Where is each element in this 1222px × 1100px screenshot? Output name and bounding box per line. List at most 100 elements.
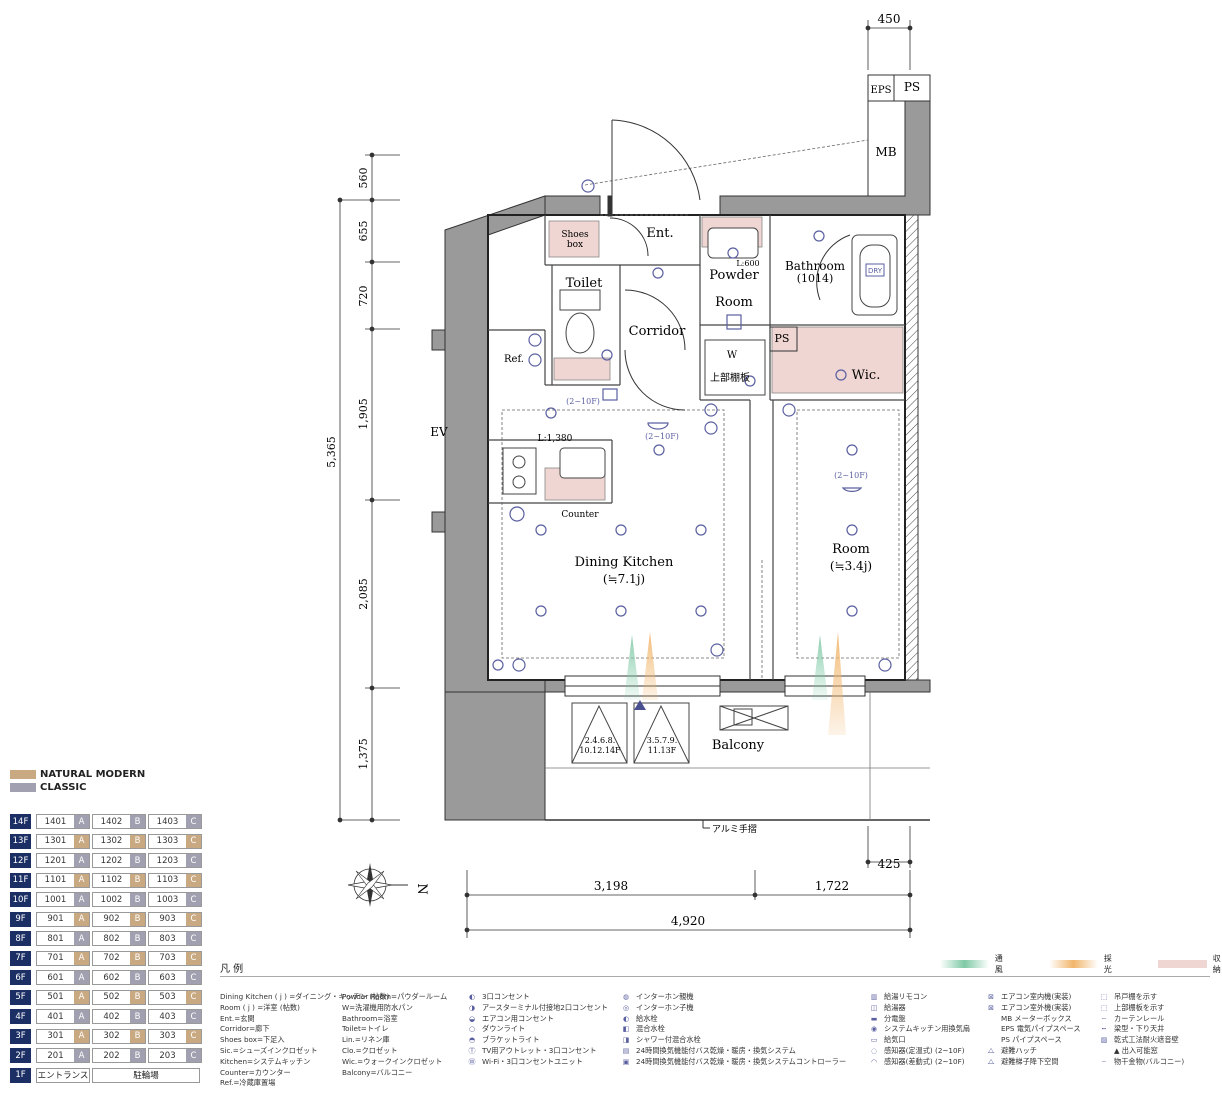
unit-number: 1202: [93, 854, 130, 868]
lighting-bar: [1049, 960, 1098, 968]
legend-item: EPS 電気パイプスペース: [985, 1024, 1081, 1035]
legend-item: ◎インターホン子機: [620, 1003, 846, 1014]
corridor-label: Corridor: [629, 324, 687, 339]
unit-number: 202: [93, 1049, 130, 1063]
unit-number: 503: [149, 990, 186, 1004]
legend-text: W=洗濯機用防水パン: [342, 1002, 413, 1012]
legend-divider: [220, 976, 1210, 977]
legend-text: 給水栓: [636, 1013, 658, 1023]
legend-symbol-icon: ○: [468, 1025, 476, 1034]
legend-text: ダウンライト: [482, 1024, 526, 1034]
legend-text: 給湯器: [884, 1002, 906, 1012]
legend-symbol-icon: ◒: [468, 1014, 476, 1023]
floor-badge: 7F: [10, 950, 31, 966]
legend-item: Kitchen=システムキッチン: [220, 1057, 389, 1068]
dry-label: DRY: [868, 267, 883, 275]
storage-shading: [544, 216, 904, 501]
floor-badge: 10F: [10, 892, 31, 908]
ventilation-bar: [940, 960, 989, 968]
unit-number: 1402: [93, 815, 130, 829]
storage-bar: [1158, 960, 1207, 968]
unit-number: 1102: [93, 873, 130, 887]
legend-text: シャワー付混合水栓: [636, 1035, 701, 1045]
unit-number: 402: [93, 1010, 130, 1024]
legend-symbol-icon: ▣: [622, 1057, 630, 1066]
legend-symbol-icon: ▤: [622, 1046, 630, 1055]
unit-type: A: [74, 951, 89, 965]
balcony-label: Balcony: [712, 738, 765, 753]
legend-item: ▤24時間換気機能付バス乾燥・暖房・換気システム: [620, 1046, 846, 1057]
legend-text: エアコン室外機(実装): [1001, 1002, 1072, 1012]
ent-label: Ent.: [646, 226, 673, 241]
legend-item: Dining Kitchen ( j ) =ダイニング・キッチン (帖数): [220, 992, 389, 1003]
legend-title: 凡 例: [220, 964, 244, 975]
hatch-left-label-2: 10.12.14F: [579, 746, 621, 755]
bathroom-label-1: Bathroom: [785, 259, 846, 273]
legend-item: Clo.=クロゼット: [342, 1046, 447, 1057]
legend-item: Sic.=シューズインクロゼット: [220, 1046, 389, 1057]
bathroom-label-2: (1014): [797, 272, 834, 285]
legend-text: エアコン室内機(実装): [1001, 992, 1072, 1001]
legend-text: Dining Kitchen ( j ) =ダイニング・キッチン (帖数): [220, 992, 390, 1001]
unit-type: A: [74, 990, 89, 1004]
dim-left-5: 2,085: [357, 578, 370, 610]
unit-number: 1002: [93, 893, 130, 907]
legend-col-abbrev-1: Dining Kitchen ( j ) =ダイニング・キッチン (帖数)Roo…: [220, 992, 389, 1089]
legend-text: アースターミナル付接地2口コンセント: [482, 1002, 608, 1012]
rail-label: アルミ手摺: [712, 823, 757, 835]
unit-number: 303: [149, 1029, 186, 1043]
counter-label: Counter: [561, 510, 599, 520]
shoes-box-label-2: box: [567, 240, 583, 250]
unit-type: C: [186, 1010, 201, 1024]
legend-text: Counter=カウンター: [220, 1067, 291, 1077]
floor-badge: 14F: [10, 814, 31, 830]
dim-left-6: 1,375: [357, 738, 370, 770]
unit-type: C: [186, 1049, 201, 1063]
legend-text: Sic.=シューズインクロゼット: [220, 1045, 318, 1055]
dim-right: 425: [878, 857, 901, 871]
legend-text: ▲ 出入可能窓: [1114, 1045, 1158, 1055]
legend-symbol-icon: ⧍: [987, 1057, 995, 1066]
legend-text: インターホン親機: [636, 992, 694, 1001]
ps-label: PS: [775, 332, 790, 345]
legend-item: ▣24時間換気機能付バス乾燥・暖房・換気システムコントローラー: [620, 1057, 847, 1068]
floor-badge: 13F: [10, 833, 31, 849]
legend-text: Kitchen=システムキッチン: [220, 1056, 311, 1066]
legend-item: ⊠エアコン室内機(実装): [985, 992, 1081, 1003]
legend-item: Bathroom=浴室: [342, 1014, 447, 1025]
unit-type: B: [130, 893, 145, 907]
unit-type: C: [186, 854, 201, 868]
legend-text: 感知器(定温式) (2~10F): [884, 1045, 965, 1055]
legend-symbol-icon: ◑: [468, 1003, 476, 1012]
l1380-note: L:1,380: [538, 434, 573, 444]
device-symbols: [492, 179, 892, 672]
unit-type: A: [74, 893, 89, 907]
legend-symbol-icon: ▨: [1100, 1036, 1108, 1045]
unit-type: B: [130, 854, 145, 868]
legend-text: Powder Room=パウダールーム: [342, 992, 448, 1001]
storage-swatch: 収納: [1158, 953, 1222, 975]
legend-item: ⬚吊戸棚を示す: [1098, 992, 1184, 1003]
legend-swatches: 通風 採光 収納: [940, 953, 1222, 975]
legend-symbol-icon: Ⓦ: [468, 1057, 476, 1066]
unit-type: C: [186, 990, 201, 1004]
legend-text: Room ( j ) =洋室 (帖数): [220, 1002, 300, 1012]
unit-number: 1403: [149, 815, 186, 829]
shaft-boxes: [867, 74, 931, 197]
floors-note-2: (2~10F): [645, 432, 679, 441]
